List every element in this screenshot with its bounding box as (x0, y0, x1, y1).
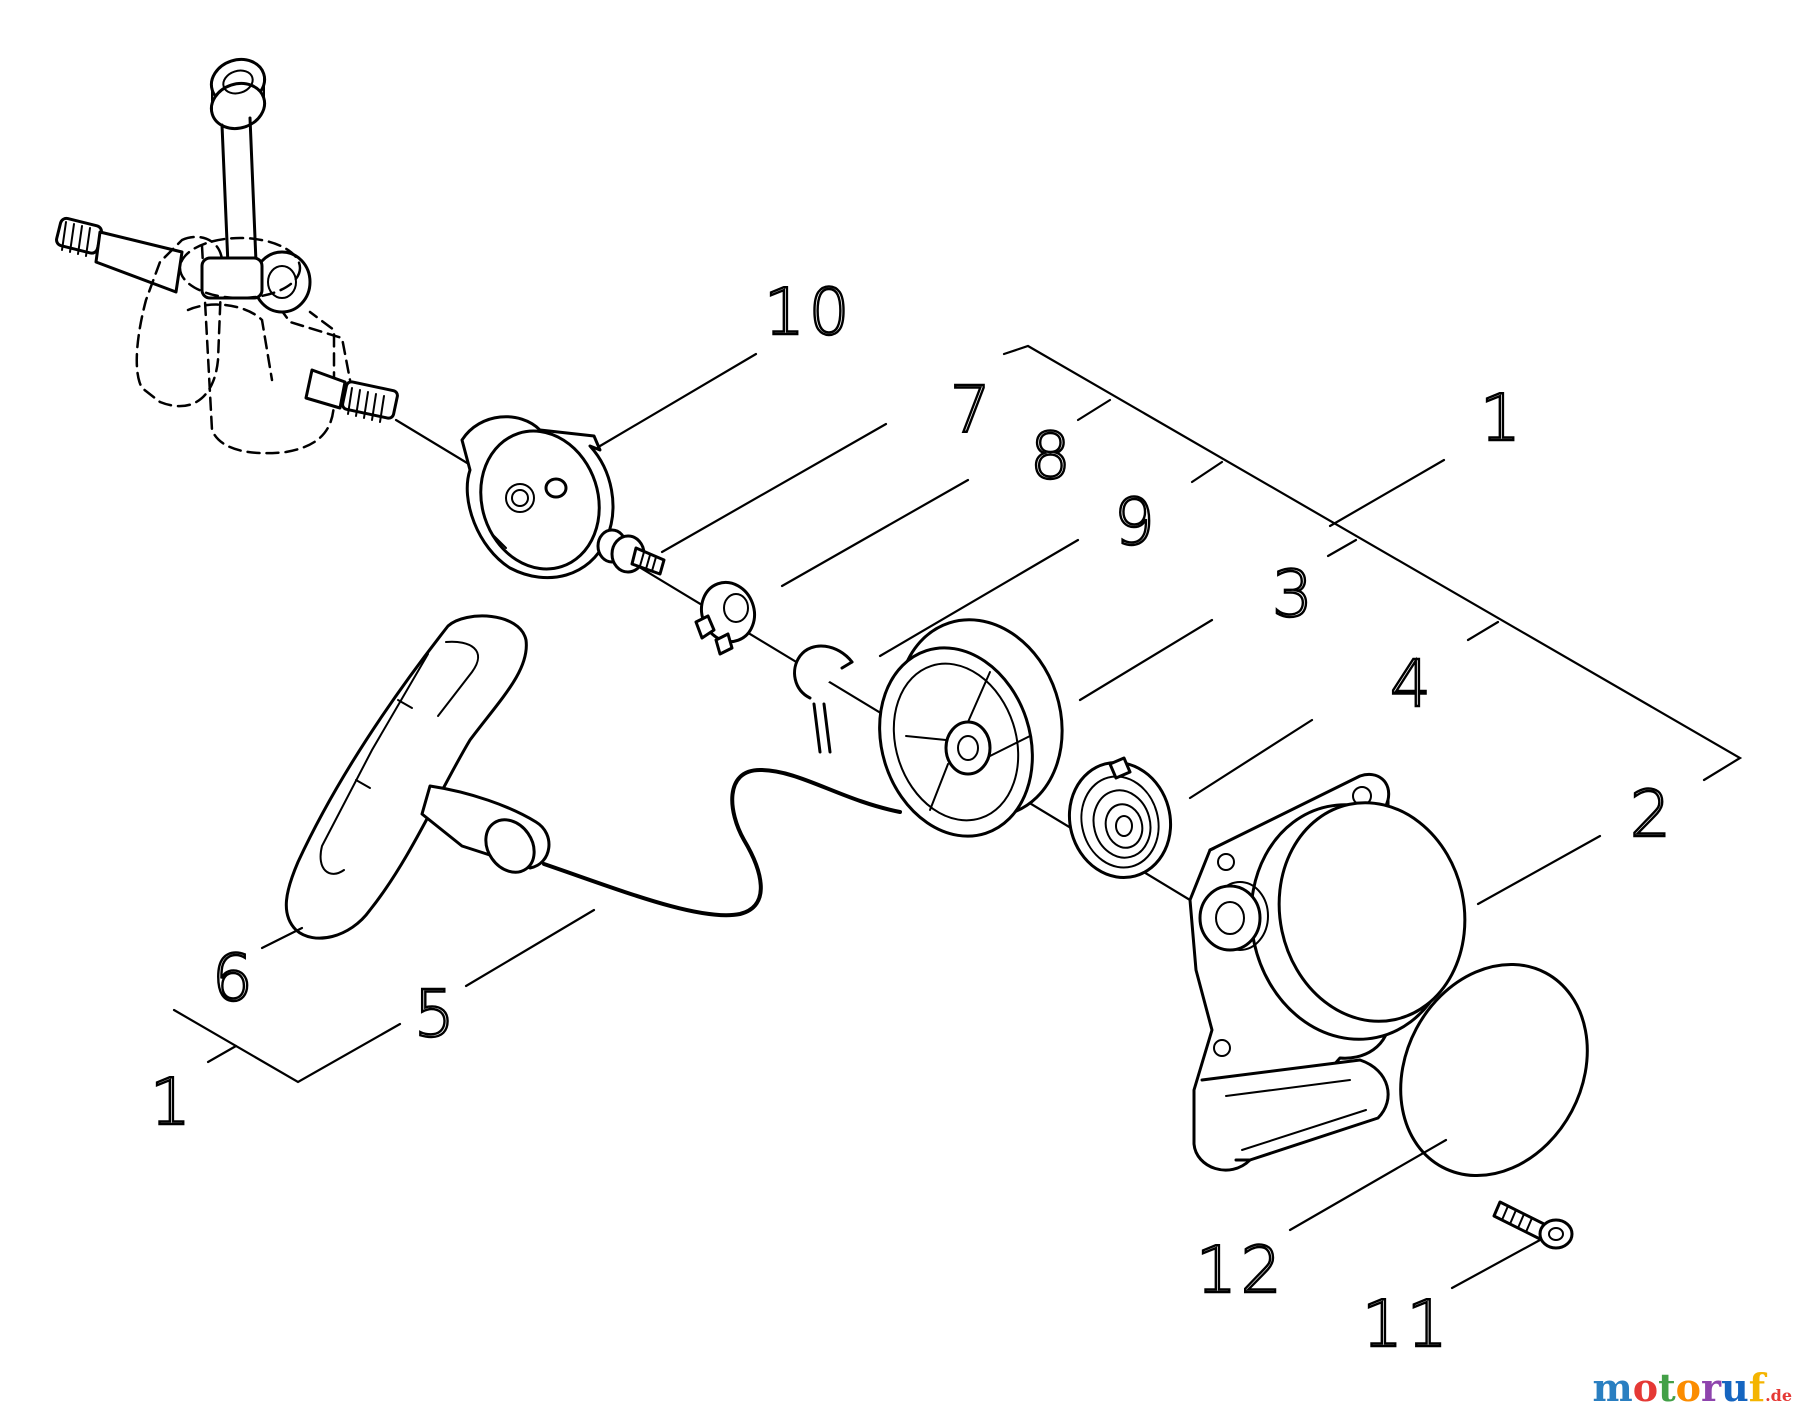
watermark-logo: motoruf.de (1593, 1365, 1792, 1410)
callout-3: 3 (1272, 558, 1317, 632)
rope-icon (542, 768, 902, 918)
plate-icon (460, 415, 615, 580)
callout-8: 8 (1030, 420, 1075, 494)
clip-icon (793, 644, 854, 754)
housing-icon (1188, 773, 1467, 1172)
watermark-letter: m (1592, 1365, 1633, 1410)
watermark-letter: f (1748, 1365, 1766, 1410)
screw-icon (1492, 1200, 1574, 1250)
callout-2: 2 (1630, 778, 1675, 852)
bolt-icon (596, 528, 666, 576)
leader-lines (172, 344, 1743, 1290)
callout-12: 12 (1196, 1234, 1285, 1308)
callout-1-bottom: 1 (150, 1066, 195, 1140)
callout-7: 7 (950, 374, 995, 448)
callout-4: 4 (1390, 648, 1435, 722)
watermark-letter: t (1658, 1365, 1676, 1410)
spring-icon (1067, 756, 1173, 879)
callout-6: 6 (212, 942, 257, 1016)
watermark-letter: u (1721, 1365, 1749, 1410)
handle-icon (284, 614, 551, 940)
crankshaft-icon (55, 57, 399, 455)
callout-5: 5 (414, 978, 459, 1052)
watermark-letter: o (1675, 1365, 1702, 1410)
watermark-letter: o (1632, 1365, 1659, 1410)
callout-1-top: 1 (1480, 382, 1525, 456)
callout-10: 10 (764, 276, 853, 350)
watermark-letter: r (1701, 1365, 1722, 1410)
pulley-icon (878, 618, 1064, 838)
pawl-icon (694, 580, 756, 656)
watermark-suffix: .de (1765, 1386, 1792, 1405)
decal-icon (1399, 962, 1589, 1178)
callout-11: 11 (1362, 1288, 1451, 1362)
callout-9: 9 (1114, 486, 1159, 560)
